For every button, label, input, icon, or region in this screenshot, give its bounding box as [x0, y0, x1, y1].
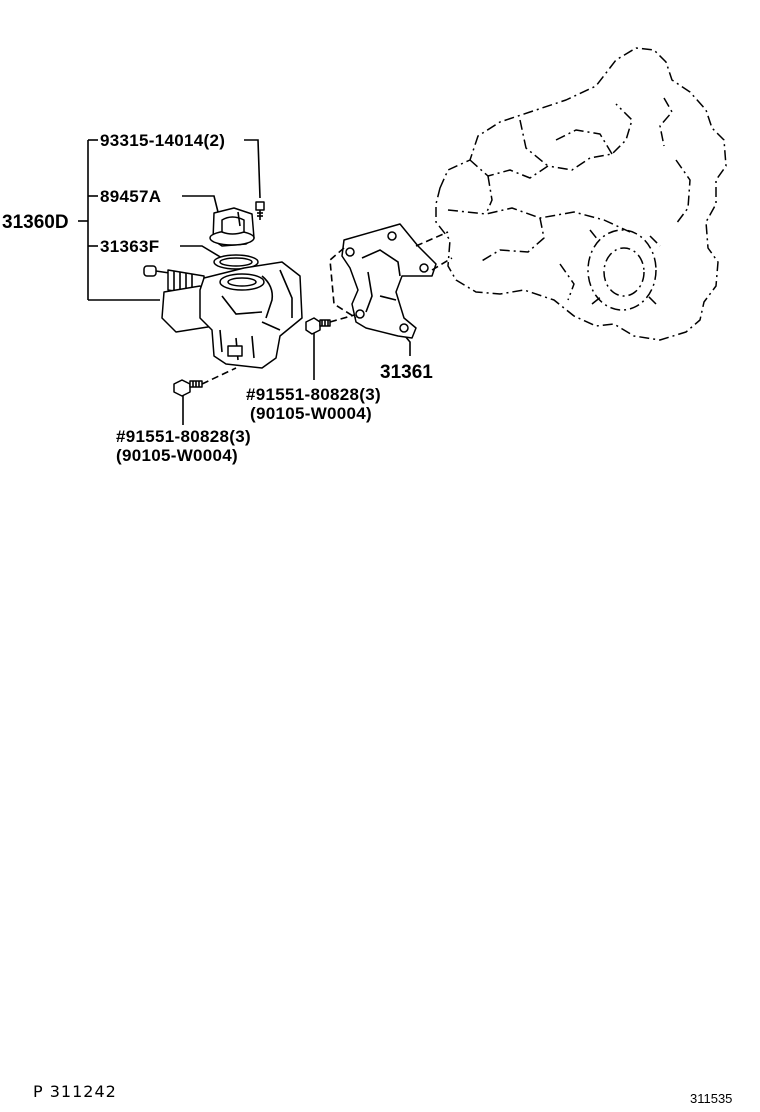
bolt-top-icon [255, 201, 265, 220]
reservoir-cap-icon [209, 207, 255, 247]
label-bolt-mid-alt: (90105-W0004) [250, 404, 372, 423]
bolt-mid-icon [305, 313, 359, 335]
gasket-icon [213, 254, 259, 270]
label-assembly: 31360D [2, 212, 69, 233]
leader-lines [78, 139, 411, 425]
label-bolt-top: 93315-14014(2) [100, 131, 225, 150]
label-gasket: 31363F [100, 237, 159, 256]
bracket-icon [329, 223, 453, 339]
bolt-low-icon [173, 367, 237, 397]
figure-number: 311535 [690, 1091, 733, 1106]
transaxle-outline-icon [435, 47, 727, 341]
label-bolt-low-part: #91551-80828(3) [116, 427, 251, 446]
label-reservoir-cap: 89457A [100, 187, 161, 206]
label-bracket: 31361 [380, 362, 433, 383]
label-bolt-mid-part: #91551-80828(3) [246, 385, 381, 404]
label-bolt-low-alt: (90105-W0004) [116, 446, 238, 465]
master-cylinder-icon [143, 261, 303, 369]
page-reference: P 311242 [33, 1082, 117, 1101]
